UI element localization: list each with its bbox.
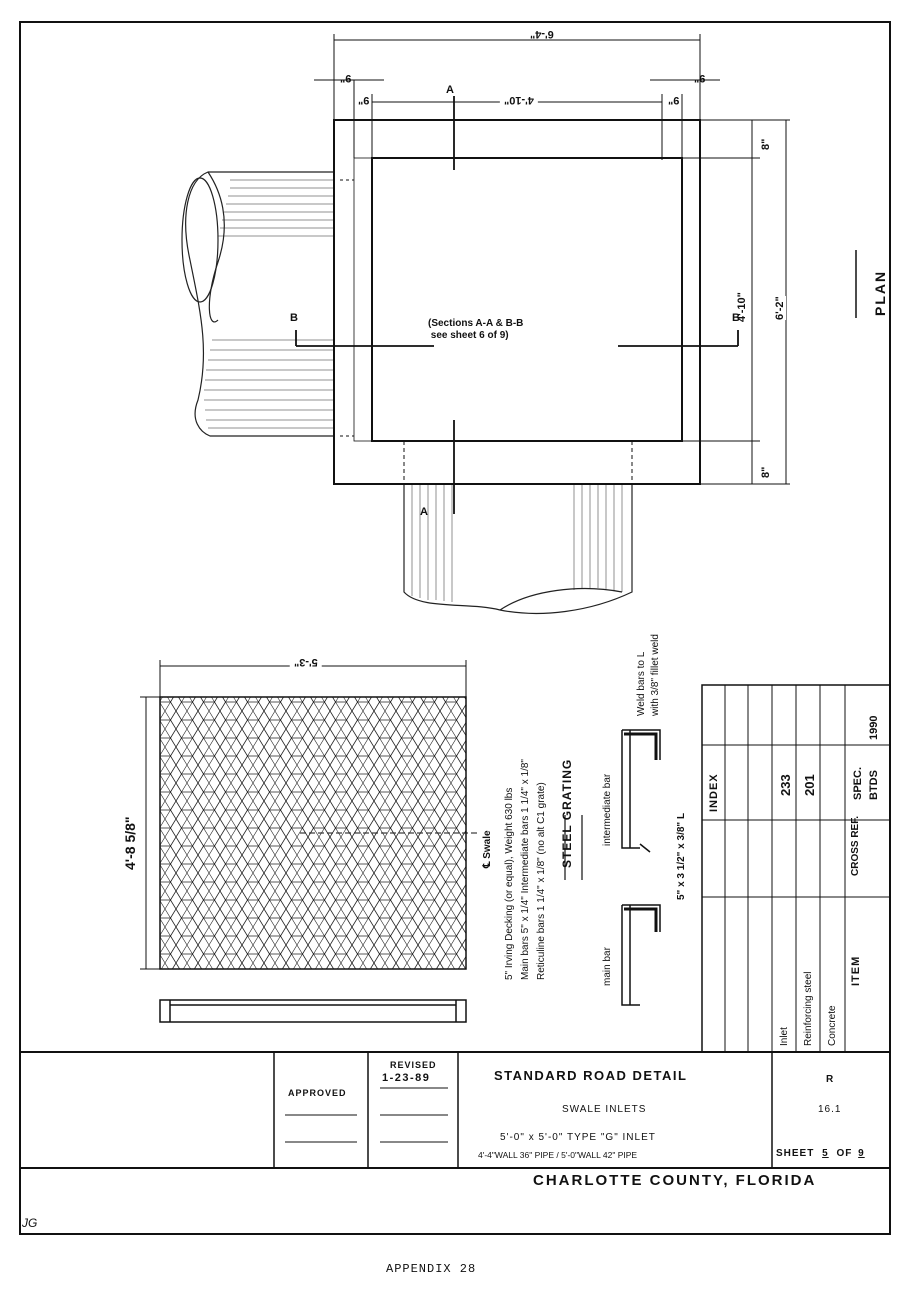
sheet-number: SHEET 5 OF 9: [776, 1148, 865, 1159]
subtitle: SWALE INLETS: [562, 1104, 647, 1115]
index-row-1-value: 233: [778, 774, 793, 796]
index-header: INDEX: [708, 773, 720, 812]
pipe-line: 4'-4"WALL 36" PIPE / 5'-0"WALL 42" PIPE: [478, 1150, 638, 1160]
dim-inner-top: 4'-10": [500, 94, 538, 106]
main-bar-label: main bar: [602, 947, 613, 986]
index-row-2-item: Reinforcing steel: [803, 971, 814, 1046]
code-letter: R: [826, 1074, 835, 1085]
dim-overall-top: 6'-4": [530, 28, 554, 40]
grating-note-2: Main bars 5" x 1/4" Intermediate bars 1 …: [520, 759, 531, 980]
section-b-right: B: [732, 312, 740, 324]
weld-note-2: with 3/8" fillet weld: [650, 634, 661, 716]
code-number: 16.1: [818, 1104, 842, 1115]
left-pipe: [181, 171, 334, 437]
dim-wall-left: 9": [340, 72, 352, 84]
main-bar-detail: [621, 904, 661, 1006]
col-cross-ref: CROSS REF.: [850, 815, 861, 876]
section-a-top: A: [446, 84, 454, 96]
angle-label: 5" x 3 1/2" x 3/8" L: [676, 812, 687, 900]
dim-wall-right-inner: 9": [668, 94, 680, 106]
county-name: CHARLOTTE COUNTY, FLORIDA: [533, 1172, 817, 1189]
index-row-2-value: 201: [802, 774, 817, 796]
swale-label: ℄ Swale: [482, 830, 493, 868]
inlet-outer-wall: [333, 119, 701, 485]
section-b-left: B: [290, 312, 298, 324]
grating-note-1: 5" Irving Decking (or equal), Weight 630…: [504, 787, 515, 980]
initials: JG: [22, 1216, 38, 1230]
dim-top-8: 8": [760, 138, 772, 150]
col-year: 1990: [868, 715, 880, 740]
intermediate-bar-label: intermediate bar: [602, 773, 613, 846]
appendix-footer: APPENDIX 28: [386, 1262, 477, 1276]
grate-side-view: [159, 999, 467, 1023]
type-line: 5'-0" x 5'-0" TYPE "G" INLET: [500, 1132, 656, 1143]
dim-wall-left-inner: 9": [358, 94, 370, 106]
sheet-border: [19, 21, 891, 1235]
col-item: ITEM: [850, 955, 862, 986]
main-title: STANDARD ROAD DETAIL: [494, 1068, 688, 1083]
col-btds: BTDS: [868, 770, 880, 800]
dim-overall-right: 6'-2": [774, 296, 786, 320]
approved-label: APPROVED: [288, 1088, 347, 1098]
col-spec: SPEC.: [852, 766, 864, 800]
plan-title: PLAN: [872, 269, 888, 316]
weld-note-1: Weld bars to L: [636, 651, 647, 716]
intermediate-bar-detail: [621, 729, 661, 853]
section-a-bottom: A: [420, 506, 428, 518]
grating-dim-width: 5'-3": [290, 656, 322, 668]
grating-title: STEEL GRATING: [560, 758, 574, 868]
index-row-3-item: Concrete: [827, 1005, 838, 1046]
revised-date: 1-23-89: [382, 1072, 431, 1084]
bottom-pipes: [403, 484, 633, 614]
grating-dim-height: 4'-8 5/8": [122, 816, 138, 870]
index-row-1-item: Inlet: [779, 1027, 790, 1046]
dim-bottom-8: 8": [760, 466, 772, 478]
dim-wall-right: 9": [694, 72, 706, 84]
revised-label: REVISED: [390, 1060, 437, 1070]
section-note: (Sections A-A & B-B see sheet 6 of 9): [428, 318, 524, 341]
grating-note-3: Reticuline bars 1 1/4" x 1/8" (no alt C1…: [536, 782, 547, 980]
